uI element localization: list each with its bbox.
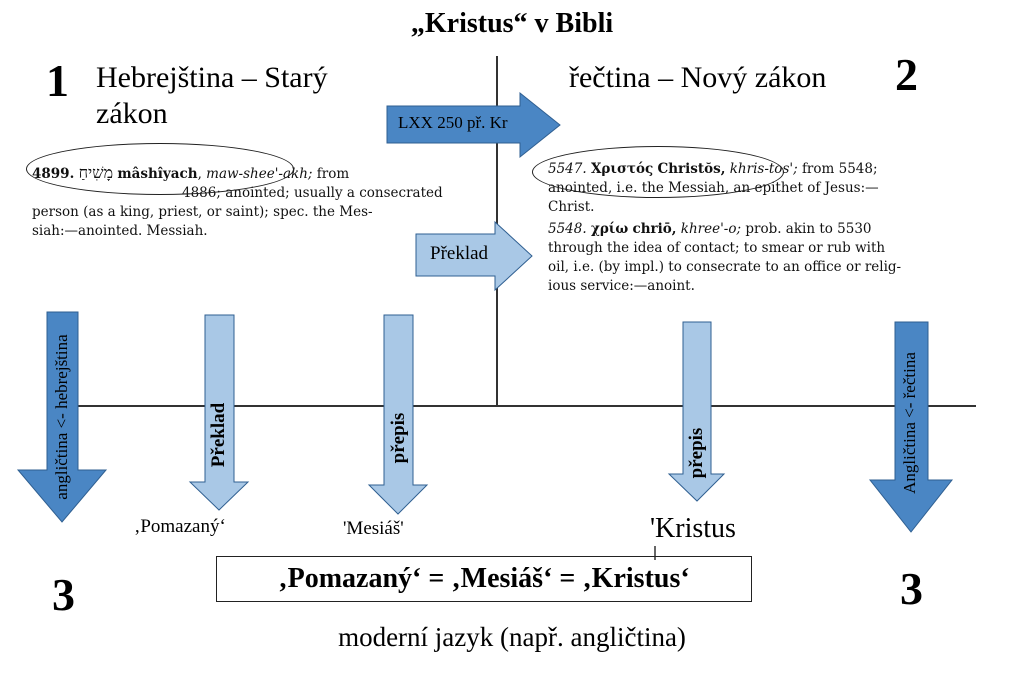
down2-label: Překlad [208, 402, 229, 468]
greek-heading: řečtina – Nový zákon [569, 61, 827, 94]
footer-caption: moderní jazyk (např. angličtina) [338, 622, 686, 652]
down-arrow-transcription-greek [667, 321, 726, 502]
down4-label: přepis [686, 427, 707, 479]
result-kristus: 'Kristus [650, 513, 736, 544]
quadrant-number-2: 2 [895, 49, 918, 100]
down1-label: angličtina <- hebrejština [52, 334, 71, 500]
result-mesias: 'Mesiáš' [343, 518, 404, 539]
down5-label: Angličtina <- řečtina [900, 352, 919, 494]
diagram-title: „Kristus“ v Bibli [410, 8, 614, 39]
equation-box: ‚Pomazaný‘ = ‚Mesiáš‘ = ‚Kristus‘ [216, 556, 752, 602]
greek-entry1-line3: Christ. [548, 199, 595, 215]
greek-entry2-translit: chriō, [632, 221, 677, 237]
greek-entry2-rest: prob. akin to 5530 [745, 221, 872, 237]
greek-entry2-word: χρίω [590, 221, 629, 237]
down-arrow-translation [188, 314, 250, 511]
greek-entry2-number: 5548. [548, 221, 587, 237]
result-pomazany: ‚Pomazaný‘ [134, 516, 226, 537]
greek-entry2-line4: ious service:—anoint. [548, 278, 695, 294]
down-arrow-transcription-hebrew [367, 314, 429, 515]
greek-entry2-line3: oil, i.e. (by impl.) to consecrate to an… [548, 259, 902, 275]
hebrew-heading: Hebrejština – Starý zákon [96, 61, 328, 130]
translation-arrow [415, 220, 533, 292]
lxx-arrow [386, 91, 561, 159]
lxx-label: LXX 250 př. Kr [398, 113, 508, 132]
horizontal-divider [48, 405, 976, 407]
greek-entry2-pron: khree'-o; [680, 221, 742, 237]
greek-word-oval [532, 146, 784, 198]
hebrew-word-oval [26, 143, 294, 195]
quadrant-number-3-right: 3 [900, 563, 923, 614]
down3-label: přepis [388, 412, 409, 464]
hebrew-line3: person (as a king, priest, or saint); sp… [32, 204, 373, 220]
quadrant-number-3-left: 3 [52, 569, 75, 620]
down-arrow-hebrew-english [16, 311, 108, 523]
translation-label: Překlad [430, 243, 489, 264]
hebrew-line1-rest: from [316, 166, 350, 182]
hebrew-line2: 4886; anointed; usually a consecrated [182, 185, 443, 201]
greek-entry2-line2: through the idea of contact; to smear or… [548, 240, 886, 256]
down-arrow-greek-english [868, 321, 954, 533]
quadrant-number-1: 1 [46, 55, 69, 106]
greek-entry1-rest: from 5548; [801, 161, 878, 177]
hebrew-line4: siah:—anointed. Messiah. [32, 223, 208, 239]
